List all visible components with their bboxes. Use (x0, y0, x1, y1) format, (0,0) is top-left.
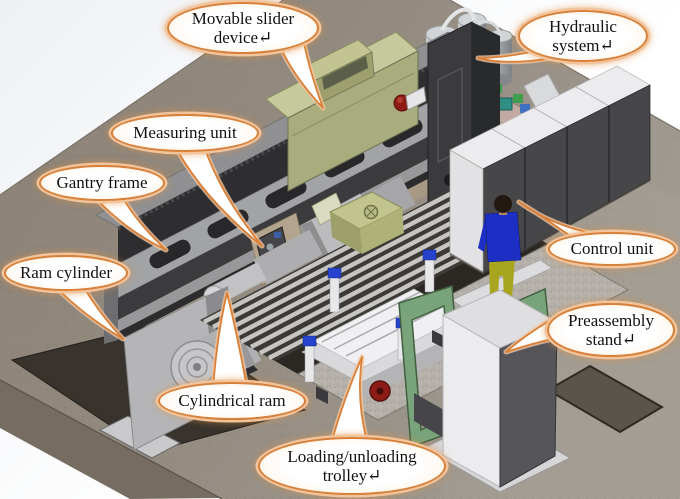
callout-label: device↵ (213, 28, 273, 47)
callout-tail-preassembly-stand (503, 318, 555, 355)
control-unit-shape (449, 65, 651, 275)
callout-label: Movable slider (191, 8, 295, 28)
preassembly-stand-shape (414, 289, 572, 493)
callout-label: Control unit (570, 239, 654, 259)
callout-movable-slider-device: Movable slider device↵ (167, 2, 319, 54)
callout-hydraulic-system: Hydraulic system↵ (518, 10, 648, 62)
callout-measuring-unit: Measuring unit (111, 114, 259, 152)
callout-label: Measuring unit (133, 123, 237, 143)
callout-control-unit: Control unit (548, 232, 676, 266)
callout-label: system↵ (552, 36, 614, 55)
workpiece-fixture (311, 191, 404, 254)
callout-cylindrical-ram: Cylindrical ram (158, 382, 306, 420)
callout-label: Preassembly (568, 310, 654, 330)
callout-gantry-frame: Gantry frame (39, 165, 165, 201)
callout-tail-movable-slider-device (277, 35, 326, 111)
foundation-pit (546, 364, 664, 434)
callout-loading-unloading-trolley: Loading/unloading trolley↵ (258, 437, 446, 495)
callout-label: Ram cylinder (19, 263, 113, 283)
callout-tail-measuring-unit (173, 143, 265, 249)
callout-label: stand↵ (585, 330, 637, 349)
callout-label: trolley↵ (322, 466, 382, 485)
callout-label: Gantry frame (56, 173, 148, 193)
callout-tail-gantry-frame (91, 190, 169, 253)
person-pants (489, 256, 515, 300)
callout-preassembly-stand: Preassembly stand↵ (547, 303, 675, 357)
callout-tail-loading-unloading-trolley (328, 354, 370, 447)
callout-label: Hydraulic (549, 16, 617, 36)
callout-label: Loading/unloading (287, 446, 417, 466)
callout-tail-ram-cylinder (53, 281, 126, 342)
callout-tail-cylindrical-ram (210, 290, 250, 392)
callout-label: Cylindrical ram (178, 391, 286, 411)
hydraulic-pipe (440, 7, 476, 31)
person-head (494, 195, 512, 213)
movable-slider-shape (265, 31, 427, 192)
callout-tail-control-unit (516, 199, 599, 243)
callout-ram-cylinder: Ram cylinder (4, 255, 128, 291)
